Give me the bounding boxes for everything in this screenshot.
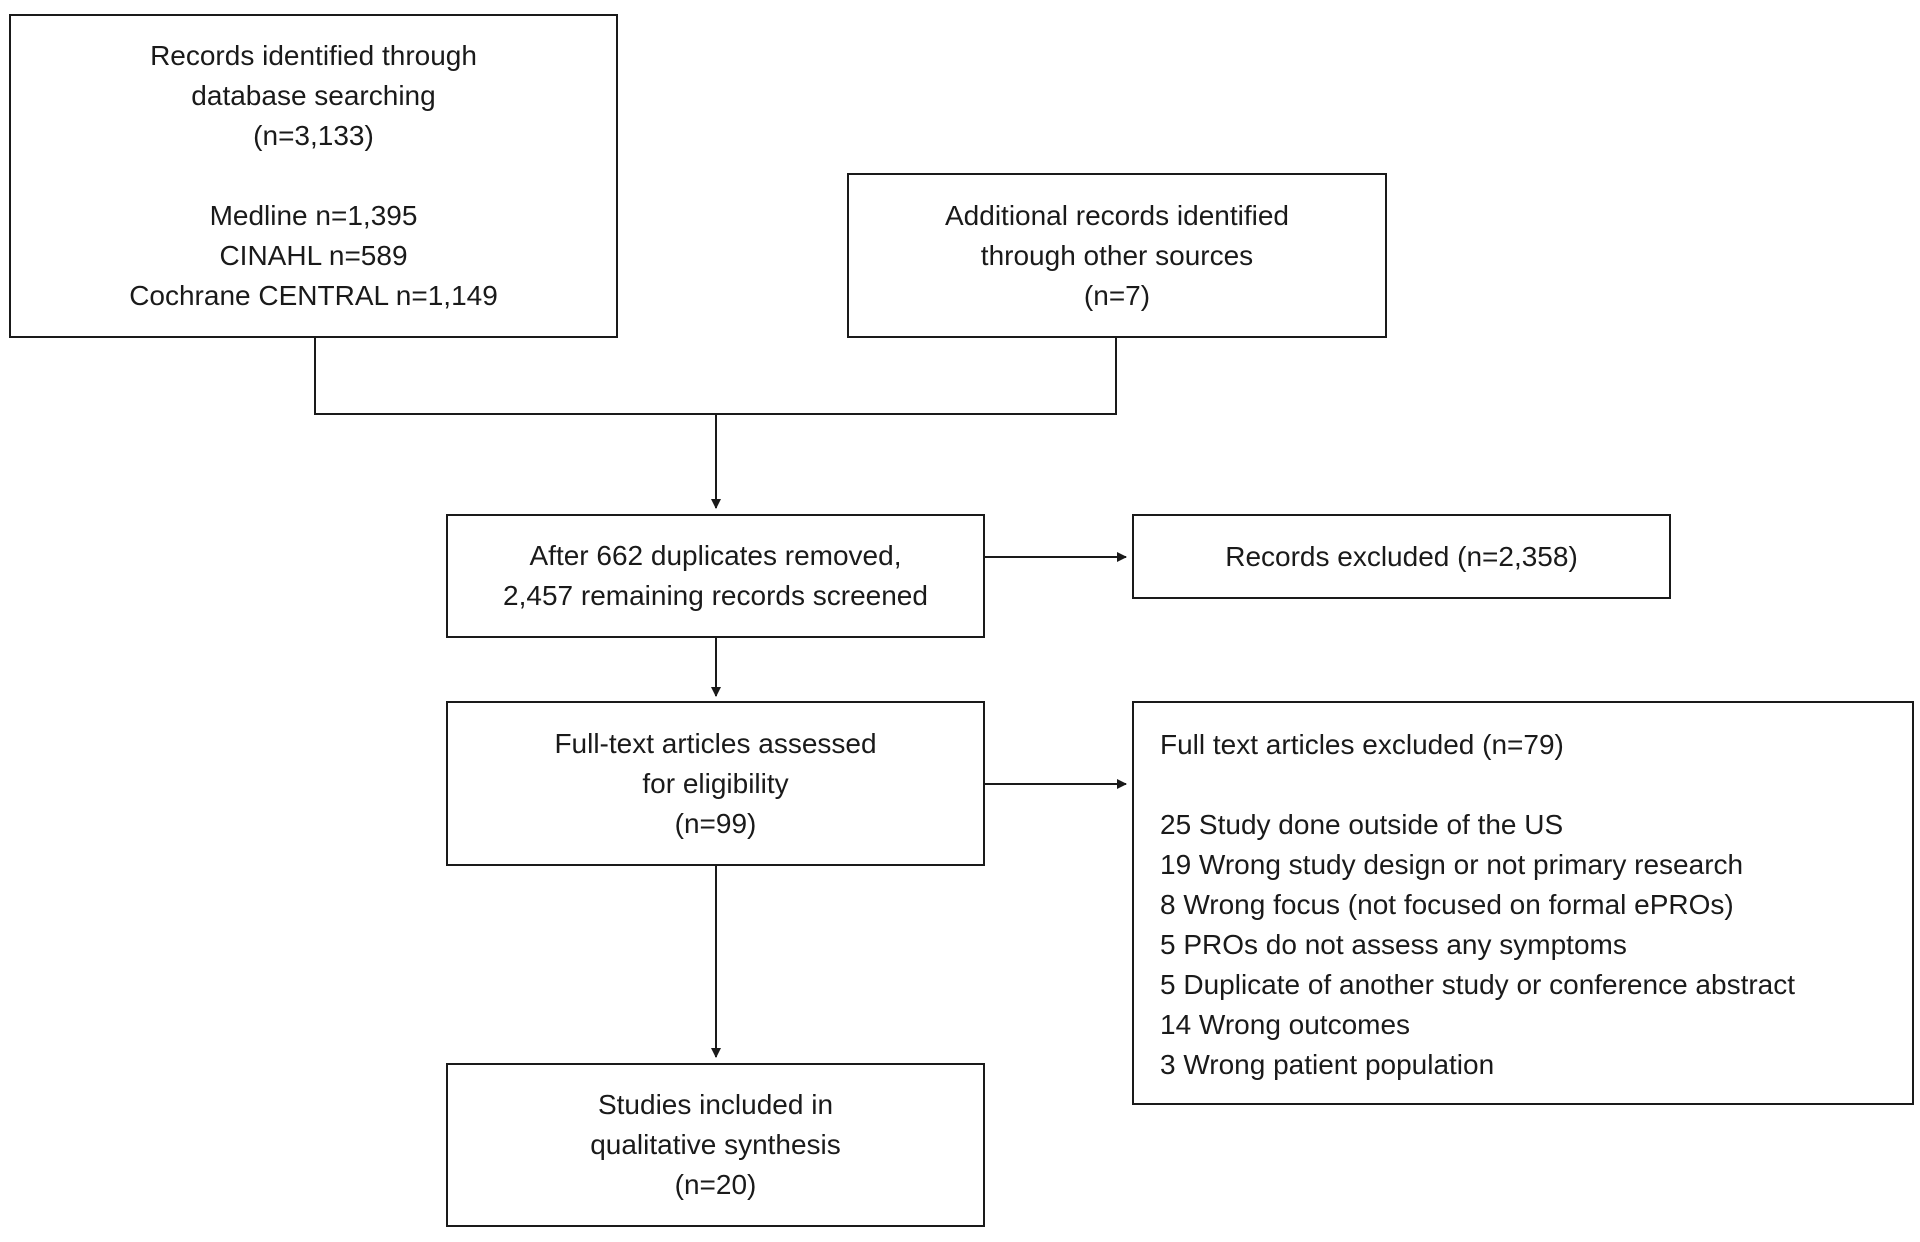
records-excluded-box: Records excluded (n=2,358) (1132, 514, 1671, 599)
assessed-line-1: Full-text articles assessed (554, 727, 877, 759)
other-sources-line-1: Additional records identified (945, 199, 1289, 231)
included-line-1: Studies included in (597, 1089, 834, 1120)
fulltext-excluded-title: Full text articles excluded (n=79) (1160, 729, 1564, 760)
included-count: (n=20) (674, 1169, 757, 1200)
exclusion-reason: 14 Wrong outcomes (1160, 1009, 1411, 1040)
exclusion-reason: 5 Duplicate of another study or conferen… (1160, 969, 1796, 1000)
records-excluded-text: Records excluded (n=2,358) (1225, 540, 1578, 572)
cinahl-count: CINAHL n=589 (219, 240, 408, 271)
other-sources-line-2: through other sources (980, 239, 1254, 271)
exclusion-reason: 25 Study done outside of the US (1160, 809, 1564, 840)
assessed-count: (n=99) (674, 807, 757, 839)
database-count: (n=3,133) (253, 120, 374, 151)
database-title-line-2: database searching (191, 80, 436, 111)
assessed-line-2: for eligibility (642, 767, 789, 799)
medline-count: Medline n=1,395 (209, 200, 418, 231)
screened-line-2: 2,457 remaining records screened (503, 580, 928, 611)
fulltext-assessed-box: Full-text articles assessed for eligibil… (446, 701, 985, 866)
records-screened-box: After 662 duplicates removed, 2,457 rema… (446, 514, 985, 638)
other-sources-count: (n=7) (1083, 279, 1151, 311)
merge-connector (314, 338, 1117, 415)
database-title-line-1: Records identified through (150, 40, 477, 71)
cochrane-count: Cochrane CENTRAL n=1,149 (129, 280, 498, 311)
studies-included-box: Studies included in qualitative synthesi… (446, 1063, 985, 1227)
exclusion-reason: 19 Wrong study design or not primary res… (1160, 849, 1744, 880)
fulltext-excluded-box: Full text articles excluded (n=79) 25 St… (1132, 701, 1914, 1105)
other-sources-box: Additional records identified through ot… (847, 173, 1387, 338)
screened-line-1: After 662 duplicates removed, (529, 540, 902, 571)
exclusion-reason: 3 Wrong patient population (1160, 1049, 1495, 1080)
database-records-box: Records identified through database sear… (9, 14, 618, 338)
included-line-2: qualitative synthesis (590, 1129, 841, 1160)
exclusion-reason: 8 Wrong focus (not focused on formal ePR… (1160, 889, 1734, 920)
exclusion-reason: 5 PROs do not assess any symptoms (1160, 929, 1627, 960)
